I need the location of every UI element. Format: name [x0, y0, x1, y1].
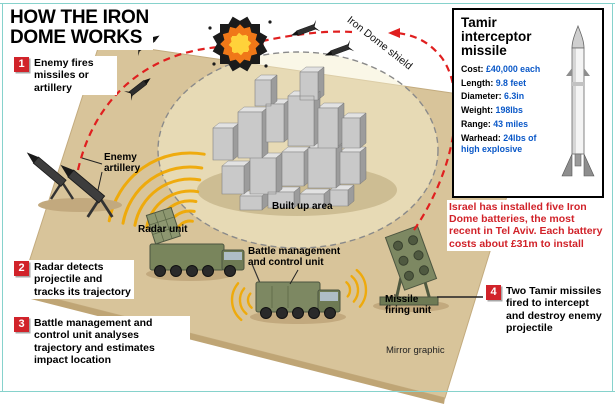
step-4: 4 Two Tamir missiles fired to intercept … [484, 284, 608, 336]
spec-label: Length: [461, 77, 494, 88]
step-2: 2 Radar detects projectile and tracks it… [12, 260, 134, 300]
spec-value: 198lbs [495, 105, 523, 116]
tamir-missile-icon [561, 24, 595, 177]
page-title-line2: DOME WORKS [10, 26, 143, 48]
leader-lines [81, 157, 483, 298]
spec-row-diameter: Diameter: 6.3in [461, 91, 557, 102]
credit-text: Mirror graphic [386, 345, 445, 356]
built-up-area-illustration [197, 66, 397, 216]
spec-label: Warhead: [461, 133, 501, 144]
spec-label: Weight: [461, 105, 494, 116]
spec-list: Cost: £40,000 each Length: 9.8 feet Diam… [461, 64, 557, 156]
spec-row-cost: Cost: £40,000 each [461, 64, 557, 75]
battle-unit-label: Battle management and control unit [248, 246, 341, 269]
spec-value: 6.3in [504, 91, 525, 102]
missile-firing-unit-illustration [373, 225, 449, 312]
page-title-line1: HOW THE IRON [10, 7, 149, 28]
radar-unit-illustration [145, 206, 245, 281]
spec-label: Cost: [461, 63, 484, 74]
spec-row-warhead: Warhead: 24lbs of high explosive [461, 133, 557, 155]
frame-line-top [0, 3, 615, 4]
spec-label: Range: [461, 119, 491, 130]
step-3-number-badge: 3 [14, 317, 29, 332]
panel-title: Tamir interceptor missile [461, 15, 532, 59]
step-3: 3 Battle management and control unit ana… [12, 316, 190, 368]
spec-label: Diameter: [461, 91, 502, 102]
step-2-text: Radar detects projectile and tracks its … [34, 261, 131, 298]
spec-value: £40,000 each [485, 63, 541, 74]
enemy-artillery-label: Enemy artillery [104, 152, 141, 175]
step-4-text: Two Tamir missiles fired to intercept an… [506, 285, 602, 335]
enemy-artillery-illustration [26, 152, 122, 218]
step-1: 1 Enemy fires missiles or artillery [12, 56, 117, 96]
step-1-number-badge: 1 [14, 57, 29, 72]
installation-note: Israel has installed five Iron Dome batt… [447, 200, 607, 251]
step-4-number-badge: 4 [486, 285, 501, 300]
explosion-icon [208, 16, 272, 72]
step-3-text: Battle management and control unit analy… [34, 317, 155, 367]
spec-row-length: Length: 9.8 feet [461, 78, 557, 89]
built-up-area-label: Built up area [272, 201, 333, 212]
radar-unit-label: Radar unit [138, 224, 188, 235]
step-2-number-badge: 2 [14, 261, 29, 276]
spec-row-range: Range: 43 miles [461, 119, 557, 130]
spec-value: 9.8 feet [495, 77, 527, 88]
radar-waves [107, 151, 368, 322]
tamir-spec-panel: Tamir interceptor missile Cost: £40,000 … [452, 8, 604, 198]
frame-line-right [612, 3, 613, 392]
spec-value: 43 miles [493, 119, 529, 130]
trajectory-paths [76, 30, 457, 231]
missile-firing-unit-label: Missile firing unit [385, 294, 432, 317]
spec-value: 24lbs of high explosive [461, 133, 537, 155]
battle-unit-illustration [250, 263, 346, 324]
frame-line-bottom [0, 391, 615, 392]
frame-line-left [2, 3, 3, 392]
spec-row-weight: Weight: 198lbs [461, 105, 557, 116]
page-title: HOW THE IRON DOME WORKS [10, 8, 153, 50]
step-1-text: Enemy fires missiles or artillery [34, 57, 94, 94]
